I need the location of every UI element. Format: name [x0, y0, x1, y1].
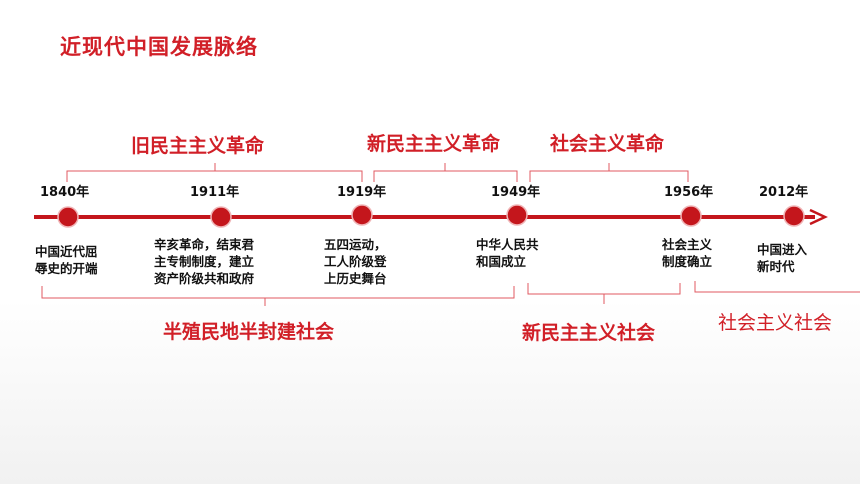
event-1949-line2: 和国成立 — [476, 254, 527, 269]
node-1956 — [680, 205, 702, 227]
event-1919-line2: 工人阶级登 — [324, 254, 387, 269]
event-1911: 辛亥革命，结束君 主专制制度，建立 资产阶级共和政府 — [154, 236, 254, 287]
bracket-old-democratic — [66, 163, 363, 182]
event-2012-line1: 中国进入 — [757, 242, 808, 257]
event-1919: 五四运动， 工人阶级登 上历史舞台 — [324, 236, 387, 287]
year-2012: 2012年 — [759, 185, 809, 200]
node-2012 — [783, 205, 805, 227]
page-title: 近现代中国发展脉络 — [60, 35, 258, 59]
event-1911-line1: 辛亥革命，结束君 — [154, 237, 255, 252]
node-1949 — [506, 204, 528, 226]
event-1956-line1: 社会主义 — [662, 237, 713, 252]
event-1840-line2: 辱史的开端 — [35, 261, 98, 276]
bracket-socialist-society — [694, 281, 860, 293]
event-1911-line2: 主专制制度，建立 — [154, 254, 255, 269]
bracket-semi-colonial — [41, 286, 515, 306]
revolution-new-democratic: 新民主主义革命 — [367, 133, 501, 155]
event-2012-line2: 新时代 — [757, 259, 795, 274]
event-1956-line2: 制度确立 — [662, 254, 713, 269]
revolution-old-democratic: 旧民主主义革命 — [131, 135, 265, 157]
bracket-new-democratic — [373, 163, 518, 182]
event-1956: 社会主义 制度确立 — [662, 236, 712, 270]
bracket-socialist-revolution — [529, 163, 689, 182]
year-1840: 1840年 — [40, 185, 90, 200]
year-1949: 1949年 — [491, 185, 541, 200]
event-1840: 中国近代屈 辱史的开端 — [35, 243, 98, 277]
event-1919-line1: 五四运动， — [324, 237, 387, 252]
revolution-socialist: 社会主义革命 — [550, 133, 665, 155]
node-1919 — [351, 204, 373, 226]
node-1840 — [57, 206, 79, 228]
node-1911 — [210, 206, 232, 228]
bracket-new-democratic-society — [527, 283, 681, 304]
year-1911: 1911年 — [190, 185, 240, 200]
event-2012: 中国进入 新时代 — [757, 241, 807, 275]
event-1911-line3: 资产阶级共和政府 — [154, 271, 255, 286]
event-1919-line3: 上历史舞台 — [324, 271, 387, 286]
timeline-arrowhead — [809, 208, 828, 226]
event-1949: 中华人民共 和国成立 — [476, 236, 539, 270]
year-1919: 1919年 — [337, 185, 387, 200]
year-1956: 1956年 — [664, 185, 714, 200]
society-socialist: 社会主义社会 — [718, 312, 833, 334]
society-semi-colonial: 半殖民地半封建社会 — [163, 321, 335, 343]
society-new-democratic: 新民主主义社会 — [522, 322, 656, 344]
event-1949-line1: 中华人民共 — [476, 237, 539, 252]
event-1840-line1: 中国近代屈 — [35, 244, 98, 259]
